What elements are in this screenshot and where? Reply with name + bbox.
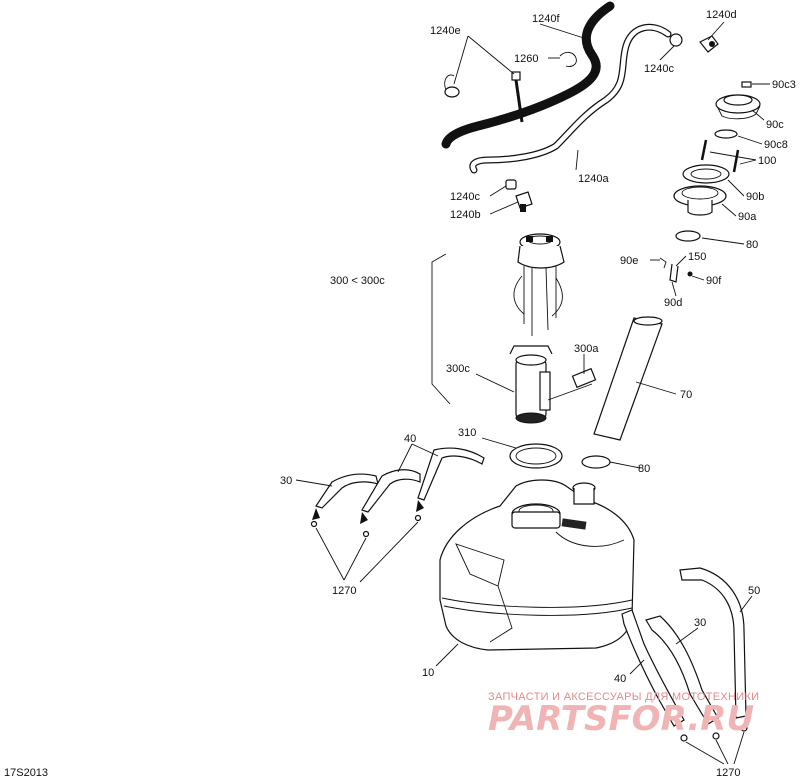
clamp-80-bottom — [581, 455, 611, 469]
callout-1240c-mid: 1240c — [450, 191, 480, 203]
fuel-level-sender-300a — [547, 367, 597, 401]
fasteners-1270-right — [680, 724, 748, 742]
gasket-310 — [509, 443, 563, 469]
callout-310: 310 — [458, 427, 476, 439]
strap-40-left-a — [360, 469, 421, 524]
callout-90c: 90c — [766, 119, 784, 131]
part-90d — [669, 263, 679, 283]
filler-neck-90a — [673, 185, 727, 216]
strap-30-left — [312, 473, 379, 520]
callout-10: 10 — [422, 667, 434, 679]
callout-1240f: 1240f — [532, 13, 560, 25]
fuel-pump-module-300 — [513, 233, 565, 336]
callout-1240d: 1240d — [706, 9, 737, 21]
screw-90f — [687, 271, 693, 277]
strap-50-right — [679, 567, 747, 719]
callout-100: 100 — [758, 155, 776, 167]
fitting-1240d — [699, 35, 719, 53]
fuel-hose-1240a — [469, 23, 672, 174]
range-bracket-300 — [431, 253, 451, 405]
gasket-90c8 — [714, 129, 738, 139]
callout-1240c-top: 1240c — [644, 63, 674, 75]
screws-100 — [700, 139, 740, 173]
callout-40-left: 40 — [404, 433, 416, 445]
callout-80-top: 80 — [746, 239, 758, 251]
valve-1260 — [511, 71, 524, 123]
callout-90a: 90a — [738, 211, 757, 223]
fuel-pump-300c — [509, 345, 553, 424]
callout-90c3: 90c3 — [772, 79, 796, 91]
fitting-1240b — [515, 191, 533, 212]
fasteners-1270-left — [310, 514, 422, 538]
callout-1240e: 1240e — [430, 25, 461, 37]
callout-1240a: 1240a — [578, 173, 609, 185]
callout-1270-left: 1270 — [332, 585, 356, 597]
watermark-tagline: ЗАПЧАСТИ И АКСЕССУАРЫ ДЛЯ МОТОТЕХНИКИ — [488, 691, 759, 703]
callout-30-right: 30 — [694, 617, 706, 629]
leader-lines — [295, 21, 770, 765]
watermark-brand: PARTSFOR.RU — [488, 699, 754, 739]
callout-30-left: 30 — [280, 475, 292, 487]
clip-90e — [659, 257, 667, 269]
callout-90f: 90f — [706, 275, 722, 287]
callout-300-range: 300 < 300c — [330, 275, 385, 287]
clamp-1240e — [444, 74, 460, 98]
callout-40-right: 40 — [614, 673, 626, 685]
callout-300a: 300a — [574, 343, 599, 355]
gasket-90b — [682, 164, 730, 184]
fuel-tank-10 — [439, 479, 635, 651]
callout-90e: 90e — [620, 255, 638, 267]
vent-hose-1240f — [441, 1, 615, 149]
strap-30-right — [645, 615, 719, 725]
fitting-1240c-mid — [505, 179, 517, 190]
diagram-code: 17S2013 — [4, 767, 48, 779]
clip-1260 — [559, 51, 577, 67]
callout-1260: 1260 — [514, 53, 538, 65]
fuel-cap-90c — [715, 94, 761, 120]
callout-90c8: 90c8 — [764, 139, 788, 151]
fitting-1240c-top — [669, 33, 683, 47]
filler-tube-70 — [593, 316, 663, 441]
callout-1240b: 1240b — [450, 209, 481, 221]
callout-1270-right: 1270 — [716, 767, 740, 779]
screw-90c3 — [741, 81, 752, 88]
clamp-80-top — [675, 230, 701, 242]
strap-40-right — [621, 609, 685, 727]
callout-50: 50 — [748, 585, 760, 597]
callout-150: 150 — [688, 251, 706, 263]
callout-300c: 300c — [446, 363, 470, 375]
callout-70: 70 — [680, 389, 692, 401]
strap-40-left-b — [416, 447, 485, 512]
callout-90d: 90d — [664, 297, 682, 309]
callout-90b: 90b — [746, 191, 764, 203]
callout-80-bottom: 80 — [638, 463, 650, 475]
